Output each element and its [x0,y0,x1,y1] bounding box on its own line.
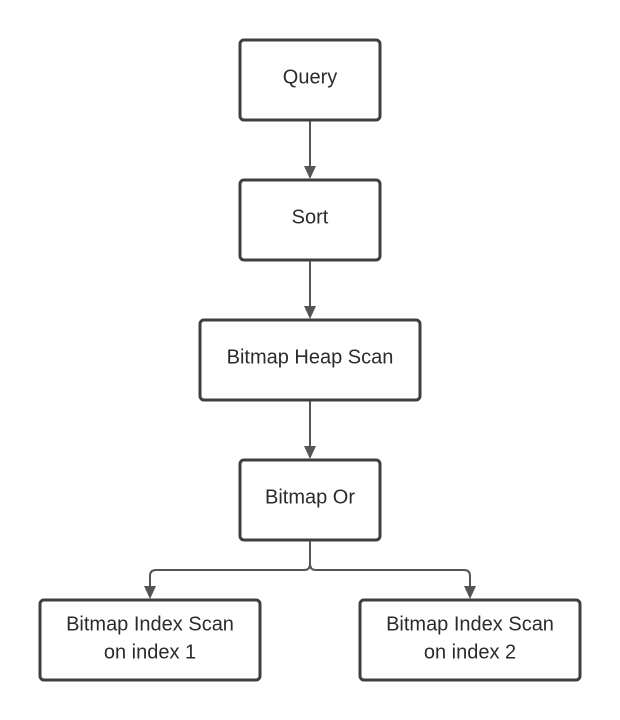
arrowhead-icon [304,306,316,319]
node-bitmap-index-scan-2-line-1: Bitmap Index Scan [386,613,554,635]
node-bitmap-index-scan-2: Bitmap Index Scan on index 2 [358,598,582,682]
arrowhead-icon [464,586,476,599]
node-sort: Sort [238,178,382,262]
node-bitmap-index-scan-1-line-2: on index 1 [104,641,196,663]
arrowhead-icon [144,586,156,599]
node-bitmap-index-scan-2-line-2: on index 2 [424,641,516,663]
edge-query-to-sort [304,120,316,179]
node-bitmap-index-scan-1-line-1: Bitmap Index Scan [66,613,234,635]
edge-bitmap-or-to-index-scan-2 [309,563,476,599]
edge-sort-to-heap-scan [304,260,316,319]
arrowhead-icon [304,446,316,459]
node-query: Query [238,38,382,122]
arrowhead-icon [304,166,316,179]
node-bitmap-or: Bitmap Or [238,458,382,542]
node-bitmap-or-label: Bitmap Or [265,486,355,508]
node-bitmap-index-scan-1: Bitmap Index Scan on index 1 [38,598,262,682]
node-sort-label: Sort [292,206,329,228]
node-bitmap-heap-scan: Bitmap Heap Scan [198,318,422,402]
edge-heap-scan-to-bitmap-or [304,400,316,459]
edge-bitmap-or-to-index-scan-1 [144,540,311,599]
node-query-label: Query [283,66,337,88]
node-bitmap-heap-scan-label: Bitmap Heap Scan [227,346,394,368]
edges [144,120,476,599]
